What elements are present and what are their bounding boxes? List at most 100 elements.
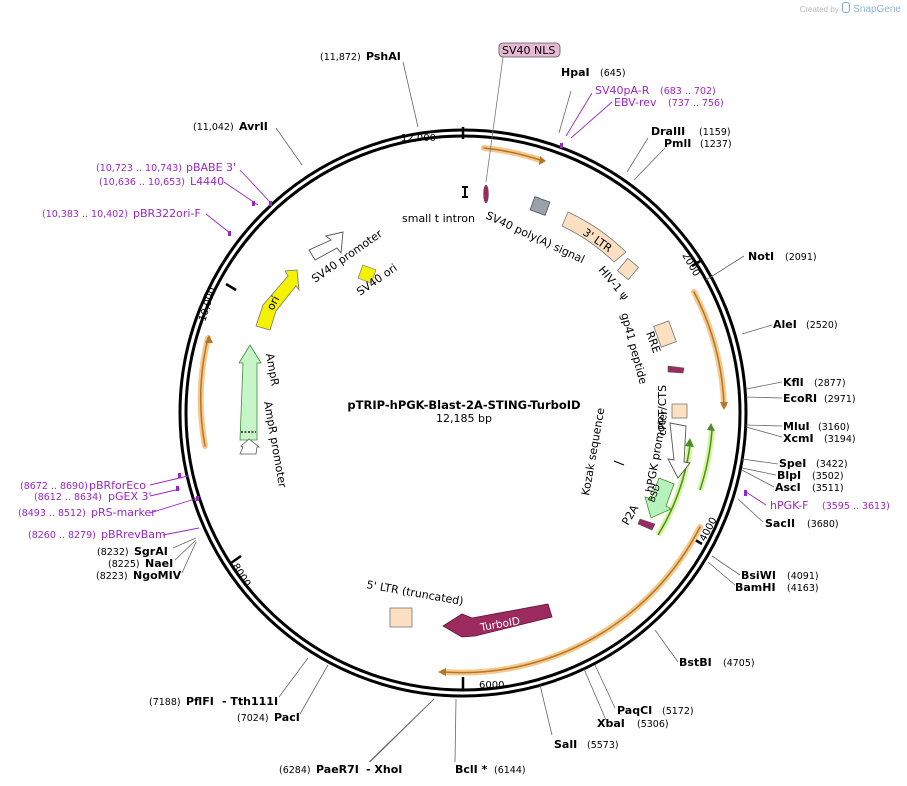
- xbai-leader: [583, 668, 607, 721]
- primer-l4440: L4440: [190, 175, 224, 188]
- ampr-promoter-arrow: [239, 438, 261, 455]
- enzyme-spei: SpeI: [779, 457, 806, 470]
- sv40-nls-marker: [483, 184, 489, 204]
- enzyme-pshai-pos: (11,872): [320, 52, 361, 63]
- pmli-leader: [633, 147, 666, 181]
- ltr5-box: [389, 607, 413, 628]
- naei-leader: [174, 539, 197, 561]
- enzyme-spei-pos: (3422): [816, 459, 848, 470]
- ampr-promoter-label: AmpR promoter: [261, 400, 289, 489]
- enzyme-sgrai: SgrAI: [134, 545, 168, 558]
- primer-ebv-rev-pos: (737 .. 756): [668, 98, 724, 109]
- enzyme-noti: NotI: [748, 250, 774, 263]
- credit-brand: SnapGene: [853, 4, 901, 15]
- cppt-box: [671, 403, 688, 419]
- blpi-leader: [741, 467, 777, 476]
- primer-pbabe3: pBABE 3': [186, 161, 236, 174]
- enzyme-xhoi: - XhoI: [366, 763, 402, 776]
- enzyme-bsiwi-pos: (4091): [787, 571, 819, 582]
- primer-pbr322ori-f: pBR322ori-F: [133, 207, 201, 220]
- hpai-leader: [558, 90, 572, 134]
- sv40-promoter-arrow: [308, 231, 344, 261]
- hpgk-promoter-arrow: [667, 422, 691, 479]
- enzyme-bstbi: BstBI: [679, 656, 712, 669]
- l4440-mark: [252, 201, 255, 206]
- sv40-nls-leader: [485, 56, 504, 183]
- pshai-leader: [402, 61, 419, 128]
- enzyme-ngomiv: NgoMIV: [133, 569, 182, 582]
- ltr5-label: 5' LTR (truncated): [365, 578, 464, 608]
- asci-leader: [741, 469, 775, 488]
- sgrai-leader: [172, 537, 197, 549]
- primer-pbrforeco-pos: (8672 .. 8690): [20, 481, 88, 492]
- enzyme-naei: NaeI: [145, 557, 173, 570]
- enzyme-sali: SalI: [554, 738, 577, 751]
- turboid-arrow: [442, 603, 553, 638]
- primer-l4440-pos: (10,636 .. 10,653): [99, 177, 185, 188]
- ltr3-feature: [561, 211, 627, 263]
- plasmid-size: 12,185 bp: [436, 412, 492, 425]
- primer-pbrrevbam-pos: (8260 .. 8279): [28, 530, 96, 541]
- credit-prefix: Created by: [799, 5, 839, 14]
- orf-left-arrowhead: [205, 335, 213, 343]
- prs-marker-mark: [196, 496, 199, 501]
- enzyme-kfli-pos: (2877): [814, 378, 846, 389]
- enzyme-naei-pos: (8225): [108, 559, 140, 570]
- ngomiv-leader: [181, 541, 197, 574]
- sv40-ori-label: SV40 ori: [354, 261, 399, 298]
- enzyme-paci-pos: (7024): [237, 713, 269, 724]
- enzyme-bamhi-pos: (4163): [787, 583, 819, 594]
- paqci-leader: [594, 664, 616, 709]
- enzyme-xcmi: XcmI: [783, 432, 814, 445]
- gp41-marker: [667, 365, 685, 374]
- enzyme-ecori-pos: (2971): [824, 394, 856, 405]
- kozak-label: Kozak sequence: [579, 407, 607, 497]
- pbr322ori-f-mark: [228, 231, 231, 236]
- enzyme-bstbi-pos: (4705): [723, 658, 755, 669]
- noti-leader: [705, 255, 745, 281]
- enzyme-sgrai-pos: (8232): [97, 547, 129, 558]
- tick-2000-mark: [691, 258, 703, 268]
- enzyme-xbai: XbaI: [597, 717, 625, 730]
- small-t-intron-label: small t intron: [402, 212, 475, 225]
- draiii-leader: [626, 137, 649, 173]
- avrii-leader: [275, 127, 303, 166]
- primer-hpgk-f-pos: (3595 .. 3613): [822, 501, 890, 512]
- orf-arc-top: [481, 145, 543, 163]
- enzyme-xbai-pos: (5306): [637, 719, 669, 730]
- primer-hpgk-f: hPGK-F: [770, 499, 808, 512]
- snapgene-credit: Created by SnapGene: [800, 2, 901, 15]
- green-arc-1: [697, 429, 715, 491]
- primer-pbrforeco: pBRforEco: [89, 479, 146, 492]
- enzyme-bcli-pos: (6144): [494, 765, 526, 776]
- primer-ebv-rev: EBV-rev: [614, 96, 657, 109]
- mlui-leader: [745, 424, 783, 427]
- enzyme-paqci: PaqCI: [617, 704, 652, 717]
- bcli-leader: [454, 698, 457, 763]
- sacii-leader: [737, 498, 764, 523]
- primer-pbabe3-pos: (10,723 .. 10,743): [96, 163, 182, 174]
- enzyme-paci: PacI: [274, 711, 300, 724]
- enzyme-pmli-pos: (1237): [700, 139, 732, 150]
- primer-pgex3-pos: (8612 .. 8634): [34, 492, 102, 503]
- kfli-leader: [745, 381, 783, 390]
- rre-box: [653, 320, 677, 348]
- bstbi-leader: [654, 629, 679, 663]
- sv40pa-r-mark: [560, 143, 563, 148]
- kozak-marker: [613, 460, 625, 466]
- hpgk-f-leader: [745, 491, 767, 506]
- enzyme-draiii: DraIII: [651, 125, 685, 138]
- paci-leader: [299, 664, 329, 715]
- sv40-ori-box: [357, 264, 377, 284]
- pbrrevbam-leader: [162, 527, 200, 536]
- sv40-nls-label: SV40 NLS: [502, 44, 555, 57]
- ebv-rev-leader: [570, 101, 613, 139]
- tick-label-6000: 6000: [479, 680, 504, 691]
- enzyme-asci-pos: (3511): [812, 483, 844, 494]
- ampr-label: AmpR: [263, 352, 282, 387]
- ori-label: ori: [264, 294, 282, 313]
- enzyme-hpai-pos: (645): [600, 68, 626, 79]
- hiv-psi-box: [616, 257, 640, 281]
- primer-pgex3: pGEX 3': [108, 490, 152, 503]
- enzyme-draiii-pos: (1159): [699, 127, 731, 138]
